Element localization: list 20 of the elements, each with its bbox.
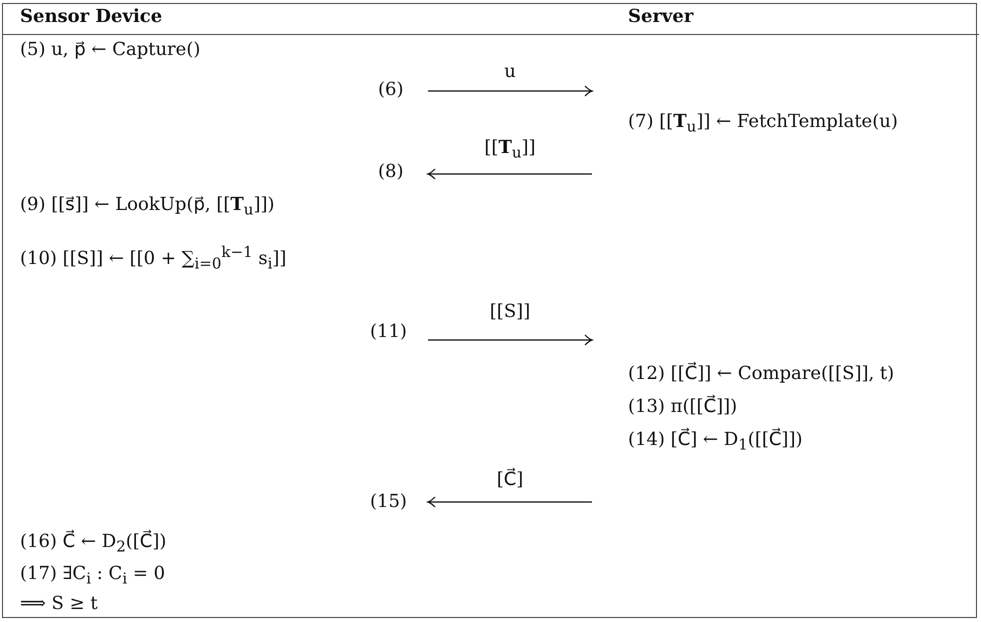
protocol-step: (9) [[s⃗]] ← LookUp(p⃗, [[T$_{u}$]]) xyxy=(20,193,275,222)
message-label: [[T$_{u}$]] xyxy=(484,136,536,164)
protocol-step: (10) [[S]] ← [[0 + ∑$_{i=0}$$^{k−1}$ s$_{i}$]] xyxy=(20,240,286,276)
step-number: (11) xyxy=(370,320,407,344)
step-number: (6) xyxy=(378,78,404,102)
protocol-step: (12) [[C⃗]] ← Compare([[S]], t) xyxy=(628,362,894,386)
message-label: [C⃗] xyxy=(496,468,524,492)
step-number: (8) xyxy=(378,160,404,184)
protocol-step: (16) C⃗ ← D$_{2}$([C⃗]) xyxy=(20,530,166,559)
protocol-step: ⟹ S ≥ t xyxy=(20,592,98,616)
step-number: (15) xyxy=(370,490,407,514)
protocol-step: (17) ∃C$_{i}$ : C$_{i}$ = 0 xyxy=(20,562,166,591)
message-label: u xyxy=(504,60,516,84)
protocol-step: (14) [C⃗] ← D$_{1}$([[C⃗]]) xyxy=(628,428,802,457)
protocol-step: (5) u, p⃗ ← Capture() xyxy=(20,38,200,62)
protocol-step: (7) [[T$_{u}$]] ← FetchTemplate(u) xyxy=(628,110,898,139)
column-header: Server xyxy=(628,5,694,29)
column-header: Sensor Device xyxy=(20,5,162,29)
protocol-step: (13) π([[C⃗]]) xyxy=(628,395,738,419)
message-label: [[S]] xyxy=(490,300,530,324)
